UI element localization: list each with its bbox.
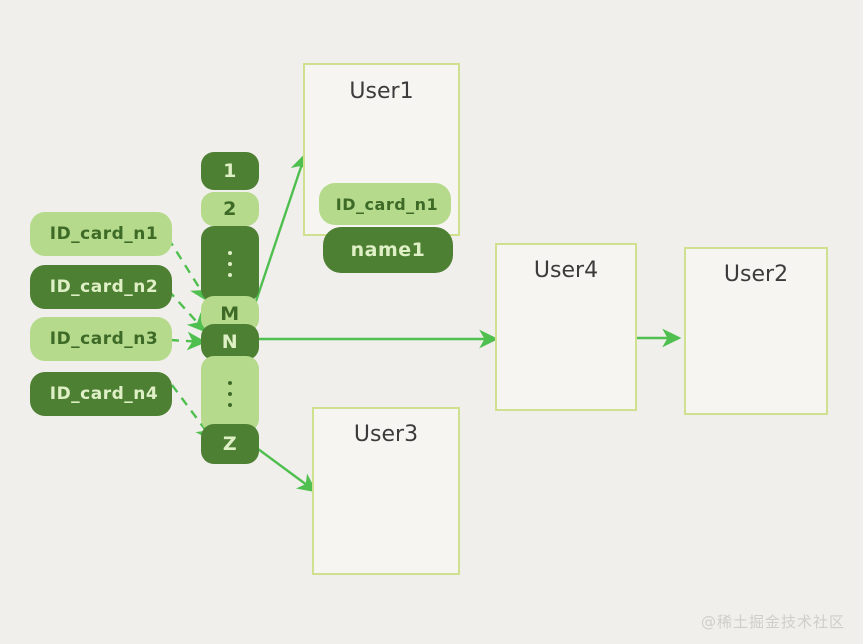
idcard-pill-3[interactable]: ID_card_n3 [30, 317, 172, 361]
edge-bucket-z-to-user3 [253, 445, 317, 493]
bucket-cell-ellipsis-bottom[interactable] [201, 356, 259, 432]
user1-name[interactable]: name1 [323, 227, 453, 273]
user-box-user1[interactable]: User1 ID_card_n1 name1 [303, 63, 460, 273]
edge-idcard3-to-bucket-n [169, 331, 207, 351]
user-box-user2[interactable]: User2 ID_card_n2 name2 [684, 247, 828, 415]
bucket-cell-1[interactable]: 1 [201, 152, 259, 190]
edge-idcard2-to-bucket-n [167, 289, 207, 333]
ellipsis-icon [228, 251, 232, 277]
bucket-cell-2[interactable]: 2 [201, 192, 259, 226]
bucket-cell-n[interactable]: N [201, 324, 259, 360]
user4-title: User4 [533, 258, 599, 283]
watermark: @稀土掘金技术社区 [700, 613, 845, 631]
idcard-pill-2[interactable]: ID_card_n2 [30, 265, 172, 309]
user1-title: User1 [349, 79, 414, 104]
user2-title: User2 [723, 262, 789, 287]
user3-title: User3 [353, 422, 419, 447]
user1-idcard[interactable]: ID_card_n1 [319, 183, 451, 225]
idcard-pill-1[interactable]: ID_card_n1 [30, 212, 172, 256]
ellipsis-icon [228, 381, 232, 407]
bucket-cell-z[interactable]: Z [201, 424, 259, 464]
idcard-pill-4[interactable]: ID_card_n4 [30, 372, 172, 416]
user-box-user4[interactable]: User4 ID_card_n4 name4 [495, 243, 637, 411]
user-box-user3[interactable]: User3 ID_card_n3 name3 [312, 407, 460, 575]
bucket-cell-ellipsis-top[interactable] [201, 226, 259, 302]
